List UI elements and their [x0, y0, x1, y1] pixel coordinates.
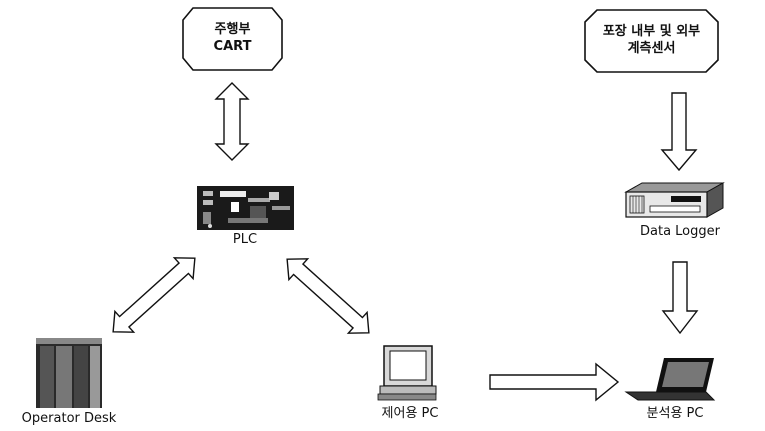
plc-operator-arrow — [104, 248, 204, 342]
cart-node-label: 주행부 CART — [183, 21, 282, 55]
sensor-node-label: 포장 내부 및 외부 계측센서 — [585, 23, 718, 57]
sensor-line2: 계측센서 — [585, 40, 718, 57]
analysis-pc-image — [626, 358, 714, 400]
control-pc-image — [378, 346, 436, 400]
operator-desk-image — [36, 338, 102, 408]
plc-label: PLC — [205, 232, 285, 247]
cart-line1: 주행부 — [183, 21, 282, 38]
plc-device-image — [197, 186, 294, 230]
cart-line2: CART — [183, 38, 282, 55]
operator-desk-label: Operator Desk — [4, 411, 134, 426]
data-logger-image — [626, 183, 723, 217]
sensor-line1: 포장 내부 및 외부 — [585, 23, 718, 40]
analysis-pc-label: 분석용 PC — [620, 402, 730, 421]
logger-pc-arrow — [663, 262, 697, 333]
control-pc-label: 제어용 PC — [360, 402, 460, 421]
cart-plc-arrow — [216, 83, 248, 160]
data-logger-label: Data Logger — [620, 224, 740, 239]
sensor-logger-arrow — [662, 93, 696, 170]
plc-controlpc-arrow — [278, 249, 378, 343]
controlpc-analysispc-arrow — [490, 364, 618, 400]
